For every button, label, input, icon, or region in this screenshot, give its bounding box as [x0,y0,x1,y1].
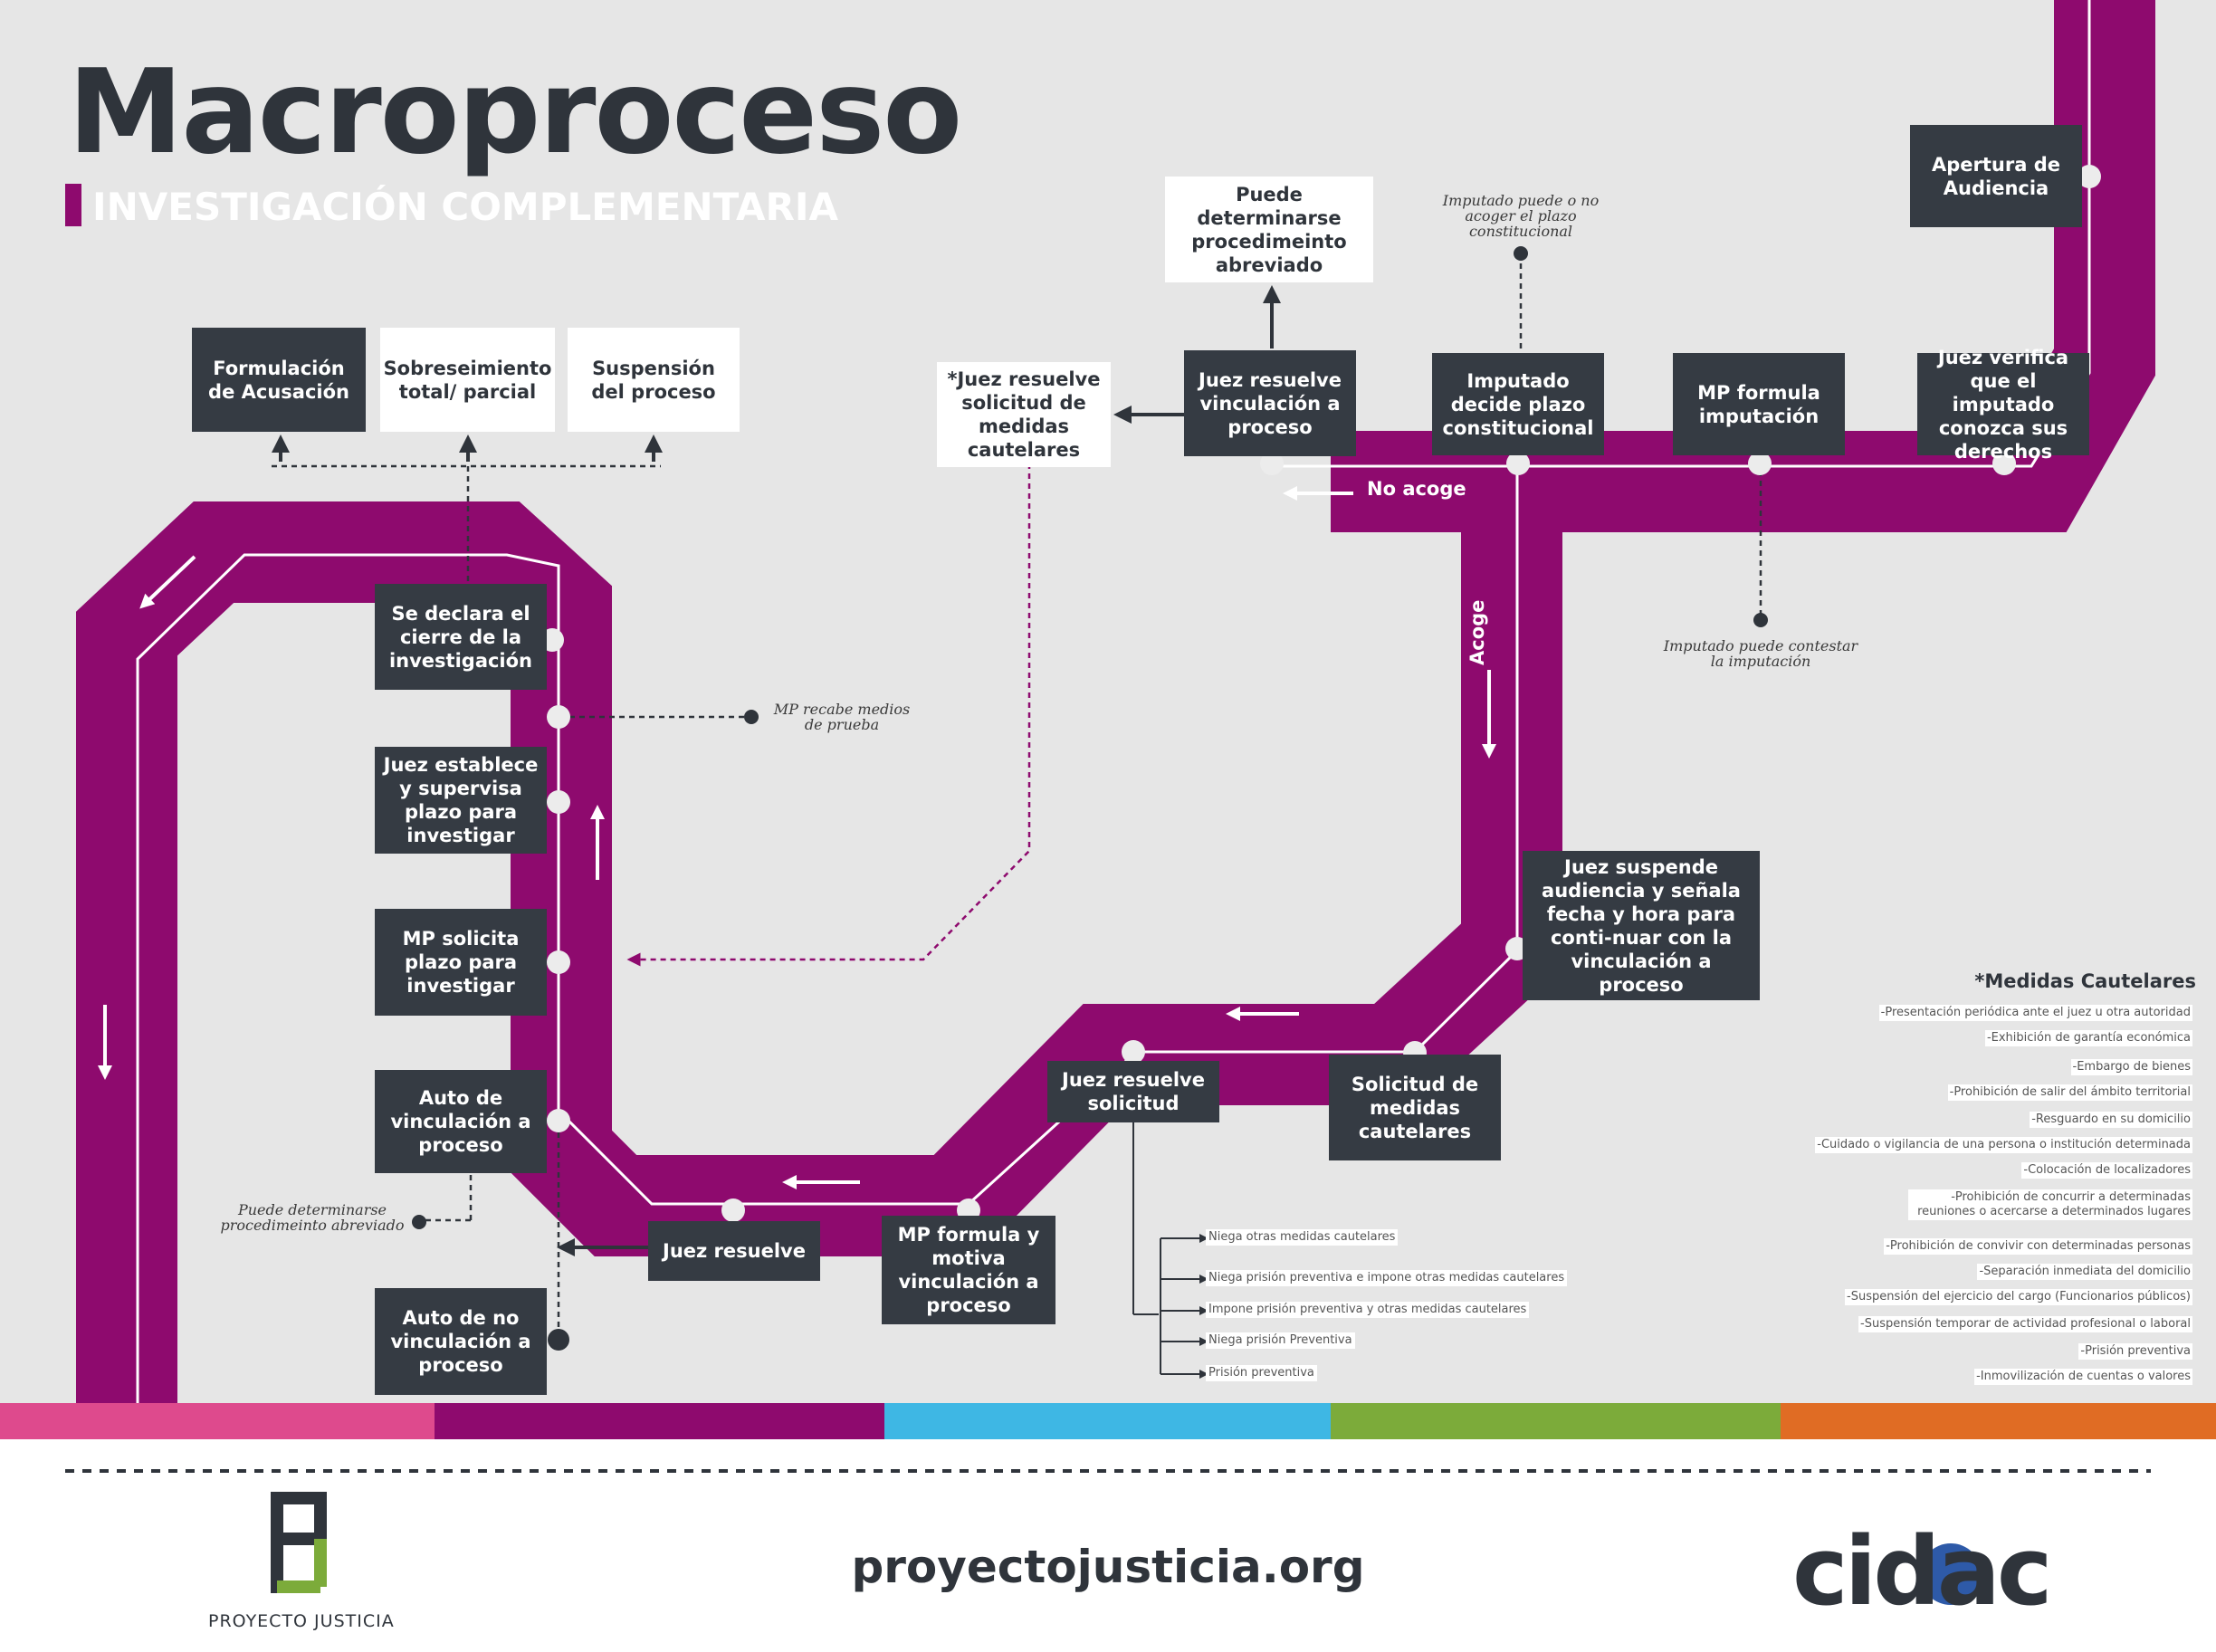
step-juez-resuelve-vinculacion: Juez resuelve vinculación a proceso [1184,350,1356,456]
medida-item: -Separación inmediata del domicilio [1977,1264,2192,1280]
step-juez-verifica: Juez verifica que el imputado conozca su… [1917,347,2089,463]
step-cierre-investigacion: Se declara el cierre de la investigación [375,584,547,690]
medida-item: -Prohibición de convivir con determinada… [1884,1238,2192,1255]
step-solicitud-medidas: Solicitud de medidas cautelares [1329,1055,1501,1160]
outcome-suspension: Suspensión del proceso [568,328,740,432]
medida-item: -Cuidado o vigilancia de una persona o i… [1815,1137,2192,1153]
medidas-title: *Medidas Cautelares [1974,970,2196,992]
step-puede-abreviado-top: Puede determinarse procedimeinto abrevia… [1165,177,1373,282]
outcome-formulacion-acusacion: Formulación de Acusación [192,328,366,432]
diagram-background [0,0,2216,1403]
step-auto-no-vinculacion: Auto de no vinculación a proceso [375,1288,547,1395]
proyecto-justicia-logo [271,1492,327,1593]
page-title: Macroproceso [68,45,962,180]
outcome-sobreseimiento: Sobreseimiento total/ parcial [380,328,555,432]
label-no-acoge: No acoge [1367,478,1466,500]
page-subtitle: INVESTIGACIÓN COMPLEMENTARIA [92,185,838,229]
option-item: Niega prisión preventiva e impone otras … [1206,1270,1568,1286]
step-apertura-audiencia: Apertura de Audiencia [1910,125,2082,227]
medida-item: -Suspensión del ejercicio del cargo (Fun… [1845,1289,2192,1305]
medida-item: -Prohibición de salir del ámbito territo… [1947,1084,2192,1101]
medida-item: -Exhibición de garantía económica [1984,1030,2192,1046]
subtitle-accent [65,184,81,226]
cidac-logo-dot [1920,1543,1982,1605]
step-mp-formula-motiva: MP formula y motiva vinculación a proces… [882,1216,1055,1324]
note-imputado-contestar: Imputado puede contestar la imputación [1663,637,1858,670]
option-item: Niega prisión Preventiva [1206,1332,1355,1349]
color-stripe [0,1403,2216,1439]
solid-arrows [272,285,1281,1256]
medida-item: -Resguardo en su domicilio [2030,1112,2192,1128]
cidac-logo: cidac [1792,1516,2053,1627]
step-imputado-decide: Imputado decide plazo constitucional [1432,353,1604,455]
medida-item: -Prohibición de concurrir a determinadas… [1908,1189,2192,1220]
medida-item: -Inmovilización de cuentas o valores [1974,1369,2192,1385]
step-mp-formula-imputacion: MP formula imputación [1673,353,1845,455]
step-juez-medidas-cautelares: *Juez resuelve solicitud de medidas caut… [937,362,1111,467]
proyecto-justicia-label: PROYECTO JUSTICIA [208,1611,395,1631]
medida-item: -Embargo de bienes [2070,1059,2192,1075]
label-acoge: Acoge [1466,599,1488,665]
option-item: Impone prisión preventiva y otras medida… [1206,1302,1530,1318]
flow-arrows [98,486,1496,1189]
step-mp-solicita-plazo: MP solicita plazo para investigar [375,909,547,1016]
step-juez-suspende-audiencia: Juez suspende audiencia y señala fecha y… [1523,851,1760,1000]
option-item: Prisión preventiva [1206,1365,1317,1381]
note-mp-recabe: MP recabe medios de prueba [773,701,911,733]
medidas-connector [626,463,1031,967]
step-auto-vinculacion: Auto de vinculación a proceso [375,1070,547,1173]
medida-item: -Prisión preventiva [2078,1343,2192,1360]
note-dots [412,246,1768,1351]
step-juez-resuelve-solicitud: Juez resuelve solicitud [1047,1061,1219,1122]
footer-url-link[interactable]: proyectojusticia.org [851,1541,1365,1593]
note-imputado-acoger: Imputado puede o no acoger el plazo cons… [1442,192,1600,240]
medida-item: -Presentación periódica ante el juez u o… [1878,1005,2192,1021]
step-juez-resuelve: Juez resuelve [648,1221,820,1281]
options-tree [1132,1113,1208,1379]
note-puede-abreviado-bottom: Puede determinarse procedimeinto abrevia… [220,1201,405,1234]
option-item: Niega otras medidas cautelares [1206,1229,1399,1246]
medida-item: -Colocación de localizadores [2021,1162,2192,1179]
step-juez-establece-plazo: Juez establece y supervisa plazo para in… [375,747,547,854]
medida-item: -Suspensión temporar de actividad profes… [1858,1316,2192,1332]
